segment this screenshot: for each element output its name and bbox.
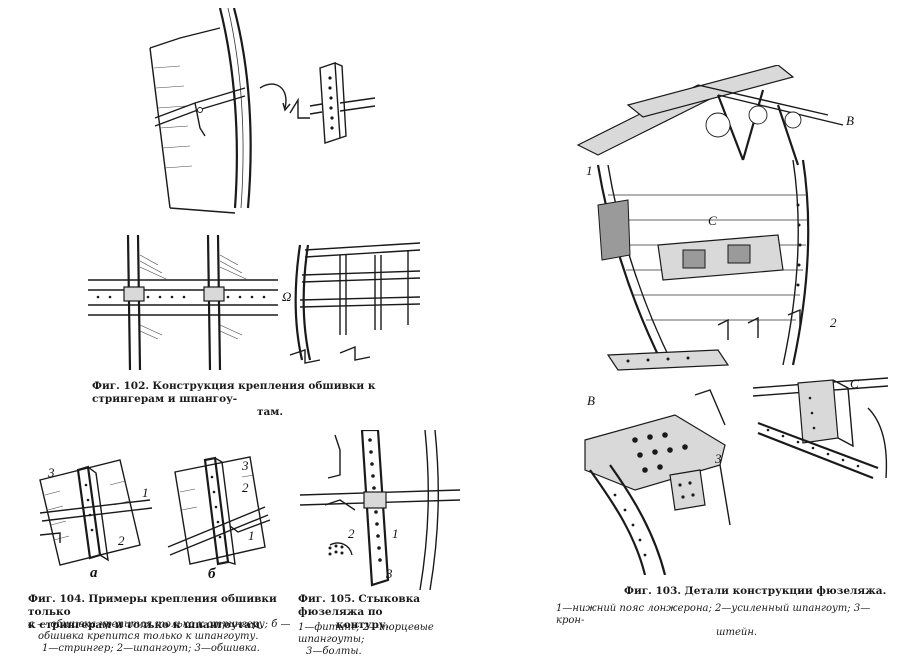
fig104-caption-text: Примеры крепления обшивки только	[28, 593, 277, 618]
svg-text:Ω: Ω	[282, 289, 291, 304]
fig105-label-3: 3	[385, 566, 393, 581]
fig103-caption-num: Фиг. 103.	[624, 585, 682, 597]
fig104-caption-num: Фиг. 104.	[28, 593, 86, 605]
fig103-detail-label-B: В	[587, 393, 595, 408]
fig105-caption-text: Стыковка фюзеляжа по	[298, 593, 421, 618]
fig103-detail-label-3: 3	[714, 451, 722, 466]
fig103-label-2: 2	[830, 315, 837, 330]
fig105-caption-text2: контуру.	[336, 619, 390, 631]
fig104-caption-text2: к стрингерам и только к шпангоутам.	[28, 619, 264, 631]
fig104a-drawing: 3 1 2 а	[30, 455, 160, 580]
fig104a-label-2: 2	[118, 533, 125, 548]
fig105-legend: 1—фитинг; 2—торцевые шпангоуты; 3—болты.	[298, 622, 468, 658]
fig103-legend: 1—нижний пояс лонжерона; 2—усиленный шпа…	[556, 603, 896, 639]
fig104-legend-c: 1—стрингер; 2—шпангоут; 3—обшивка.	[42, 643, 260, 654]
fig102-caption-text: Конструкция крепления обшивки к стрингер…	[92, 380, 376, 405]
fig104-legend-a: а — обшивка крепится только к стрингеру;…	[28, 619, 291, 630]
fig103-legend-a: 1—нижний пояс лонжерона; 2—усиленный шпа…	[556, 603, 871, 626]
fig103-label-C: С	[708, 213, 717, 228]
fig105-label-2: 2	[348, 526, 355, 541]
fig102-caption-text2: там.	[257, 406, 284, 418]
fig104b-label-2: 2	[242, 480, 249, 495]
fig105-caption: Фиг. 105. Стыковка фюзеляжа по контуру.	[298, 593, 468, 632]
fig103-main-drawing: В 1 С 2	[568, 65, 868, 390]
fig103-detail-b-drawing: В 3	[575, 385, 735, 575]
fig104-legend-b: обшивка крепится только к шпангоуту.	[38, 631, 259, 642]
fig104b-label-3: 3	[241, 458, 249, 473]
fig105-legend-a: 1—фитинг; 2—торцевые шпангоуты;	[298, 622, 434, 645]
fig103-caption: Фиг. 103. Детали конструкции фюзеляжа.	[624, 585, 894, 598]
fig104a-label-3: 3	[47, 465, 55, 480]
fig104b-sublabel: б	[208, 566, 216, 582]
fig104b-drawing: 3 2 1 б	[160, 452, 280, 582]
fig103-detail-label-C: С	[850, 376, 859, 391]
fig104b-label-1: 1	[248, 528, 255, 543]
fig104a-sublabel: а	[90, 565, 98, 580]
fig105-label-1: 1	[392, 526, 399, 541]
fig102-frame-stringer-drawing: Ω	[280, 235, 430, 370]
fig104-legend: а — обшивка крепится только к стрингеру;…	[28, 619, 298, 655]
fig105-caption-num: Фиг. 105.	[298, 593, 356, 605]
fig102-top-drawing	[140, 8, 380, 218]
fig104-caption: Фиг. 104. Примеры крепления обшивки толь…	[28, 593, 298, 632]
fig103-label-B: В	[846, 113, 854, 128]
fig103-detail-c-drawing: С	[738, 368, 898, 483]
fig102-caption: Фиг. 102. Конструкция крепления обшивки …	[92, 380, 432, 419]
fig104a-label-1: 1	[142, 485, 149, 500]
fig105-drawing: 1 2 3	[300, 430, 460, 590]
fig102-caption-num: Фиг. 102.	[92, 380, 150, 392]
fig103-legend-b: штейн.	[716, 627, 758, 638]
fig105-legend-b: 3—болты.	[306, 646, 362, 657]
fig103-label-1: 1	[586, 163, 593, 178]
fig102-skin-joint-drawing	[88, 235, 278, 370]
fig103-caption-text: Детали конструкции фюзеляжа.	[684, 585, 887, 597]
